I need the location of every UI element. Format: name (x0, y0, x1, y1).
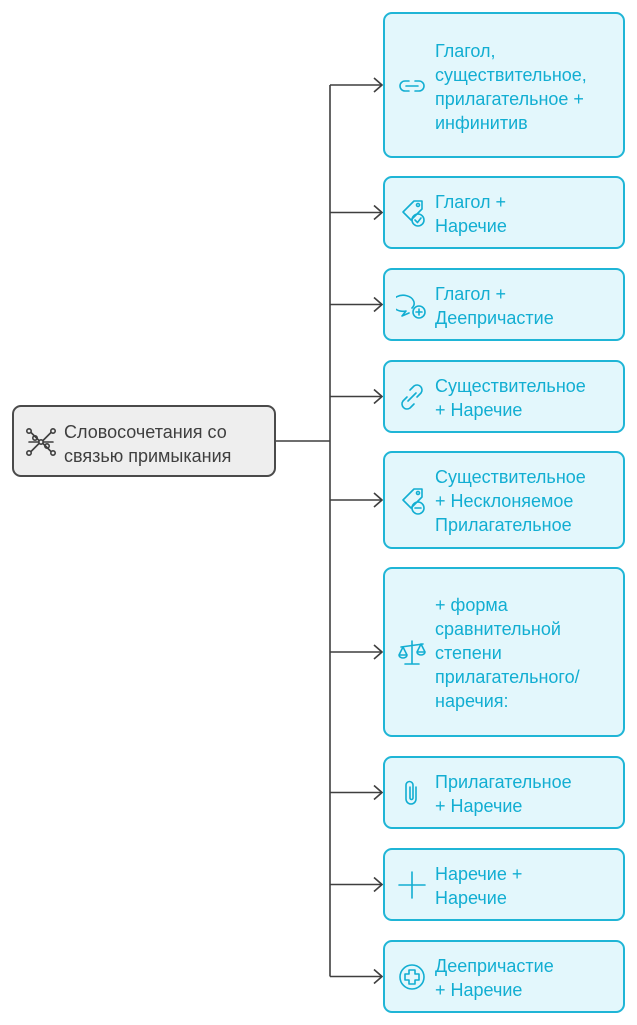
branch-label: Прилагательное + Наречие (435, 772, 572, 816)
branch-node: Глагол + Наречие (383, 176, 625, 249)
branch-node: Существительное + Наречие (383, 360, 625, 433)
link-slanted-icon (401, 384, 423, 410)
arrowhead (373, 644, 384, 660)
branch-label: Существительное + Несклоняемое Прилагате… (435, 467, 586, 535)
branch-label: + форма сравнительной степени прилагател… (435, 595, 580, 711)
plus-circle-icon (399, 964, 425, 990)
arrowhead (373, 296, 384, 313)
speech-bubble-plus-icon (396, 294, 426, 319)
branch-label: Глагол + Деепричастие (435, 284, 554, 328)
arrowhead (373, 204, 384, 221)
arrowhead (373, 492, 384, 508)
branch-node: + форма сравнительной степени прилагател… (383, 567, 625, 737)
tag-minus-icon (402, 488, 425, 515)
network-graph-icon (25, 427, 56, 456)
root-node: Словосочетания со связью примыкания (12, 405, 276, 477)
branch-node: Существительное + Несклоняемое Прилагате… (383, 451, 625, 549)
arrowhead (373, 968, 384, 985)
branch-label: Глагол, существительное, прилагательное … (435, 41, 587, 133)
tag-check-icon (402, 200, 425, 227)
branch-node: Глагол + Деепричастие (383, 268, 625, 341)
arrowhead (373, 77, 384, 93)
branch-node: Глагол, существительное, прилагательное … (383, 12, 625, 158)
branch-node: Наречие + Наречие (383, 848, 625, 921)
arrowhead (373, 876, 384, 893)
balance-scale-icon (398, 640, 426, 665)
branch-label: Деепричастие + Наречие (435, 956, 554, 1000)
arrowhead (373, 784, 384, 801)
branch-label: Глагол + Наречие (435, 192, 507, 236)
plus-icon (398, 871, 426, 899)
paperclip-icon (405, 780, 417, 805)
arrowhead (373, 388, 384, 405)
branch-node: Прилагательное + Наречие (383, 756, 625, 829)
branch-label: Наречие + Наречие (435, 864, 523, 908)
root-label: Словосочетания со связью примыкания (64, 422, 232, 466)
branch-node: Деепричастие + Наречие (383, 940, 625, 1013)
branch-label: Существительное + Наречие (435, 376, 586, 420)
link-chain-icon (399, 80, 425, 92)
